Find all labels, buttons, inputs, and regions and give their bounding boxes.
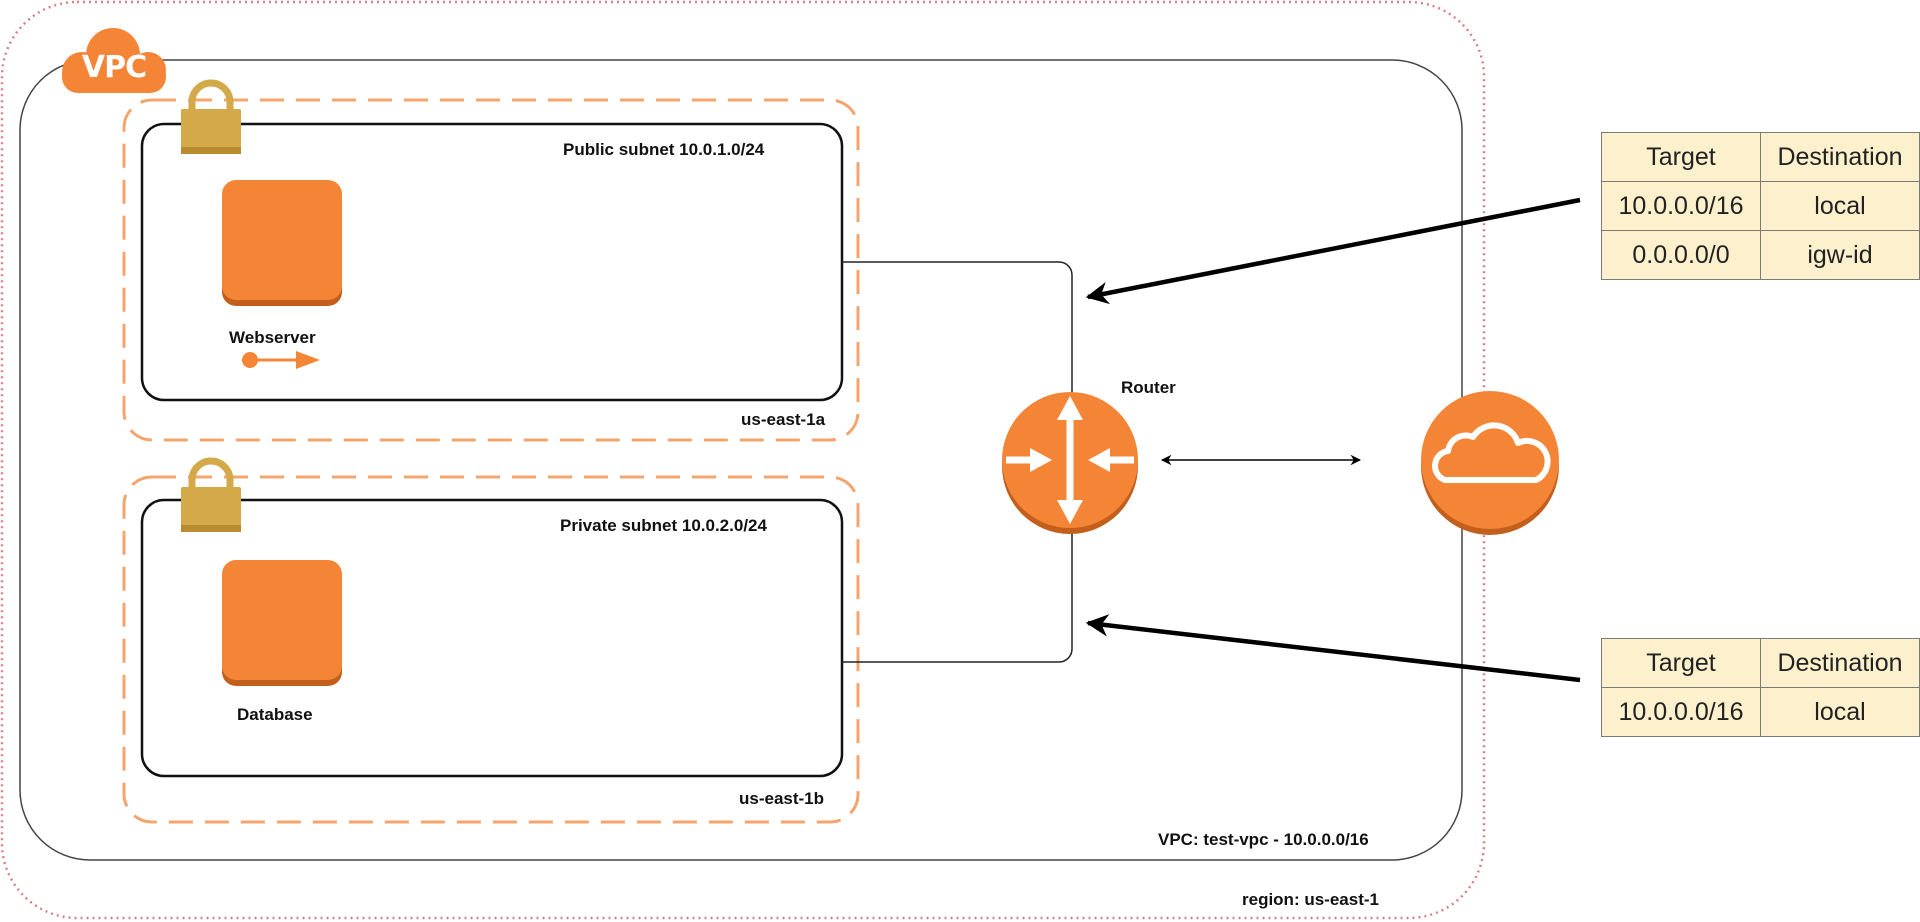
private-subnet-az: us-east-1b [739,789,825,808]
database-label: Database [237,705,313,724]
lock-icon [181,79,241,154]
elastic-ip-icon [242,351,320,369]
internet-gateway-icon [1421,391,1559,535]
private-subnet-connector [842,516,1073,663]
az-container-1a [122,98,860,442]
route-table-cell: 10.0.0.0/16 [1601,181,1761,231]
public-subnet-connector [842,261,1073,406]
webserver-instance-icon [222,180,342,306]
route-table-header: Target [1601,638,1761,688]
database-instance-icon [222,560,342,686]
route-table-cell: igw-id [1760,230,1920,280]
region-label: region: us-east-1 [1242,890,1379,909]
router-icon [1002,392,1138,534]
public-route-table: Target Destination 10.0.0.0/16 local 0.0… [1601,132,1920,280]
public-route-table-arrow [1085,197,1581,305]
private-route-table-arrow [1085,614,1581,683]
vpc-cloud-icon [62,28,166,93]
router-label: Router [1121,378,1176,397]
route-table-header: Destination [1760,638,1920,688]
public-subnet-title: Public subnet 10.0.1.0/24 [563,140,765,159]
route-table-header-row: Target Destination [1601,638,1920,688]
lock-icon [181,457,241,532]
route-table-cell: local [1760,687,1920,737]
route-table-cell: 0.0.0.0/0 [1601,230,1761,280]
vpc-badge-label: VPC [81,50,147,85]
route-table-cell: 10.0.0.0/16 [1601,687,1761,737]
route-table-header-row: Target Destination [1601,132,1920,182]
region-boundary [0,0,1486,920]
public-subnet-az: us-east-1a [741,410,826,429]
route-table-row: 10.0.0.0/16 local [1601,181,1920,231]
vpc-label: VPC: test-vpc - 10.0.0.0/16 [1158,830,1369,849]
webserver-label: Webserver [229,328,316,347]
route-table-header: Target [1601,132,1761,182]
route-table-header: Destination [1760,132,1920,182]
route-table-row: 0.0.0.0/0 igw-id [1601,230,1920,280]
route-table-cell: local [1760,181,1920,231]
route-table-row: 10.0.0.0/16 local [1601,687,1920,737]
private-subnet-title: Private subnet 10.0.2.0/24 [560,516,767,535]
private-route-table: Target Destination 10.0.0.0/16 local [1601,638,1920,737]
az-container-1b [122,475,860,824]
